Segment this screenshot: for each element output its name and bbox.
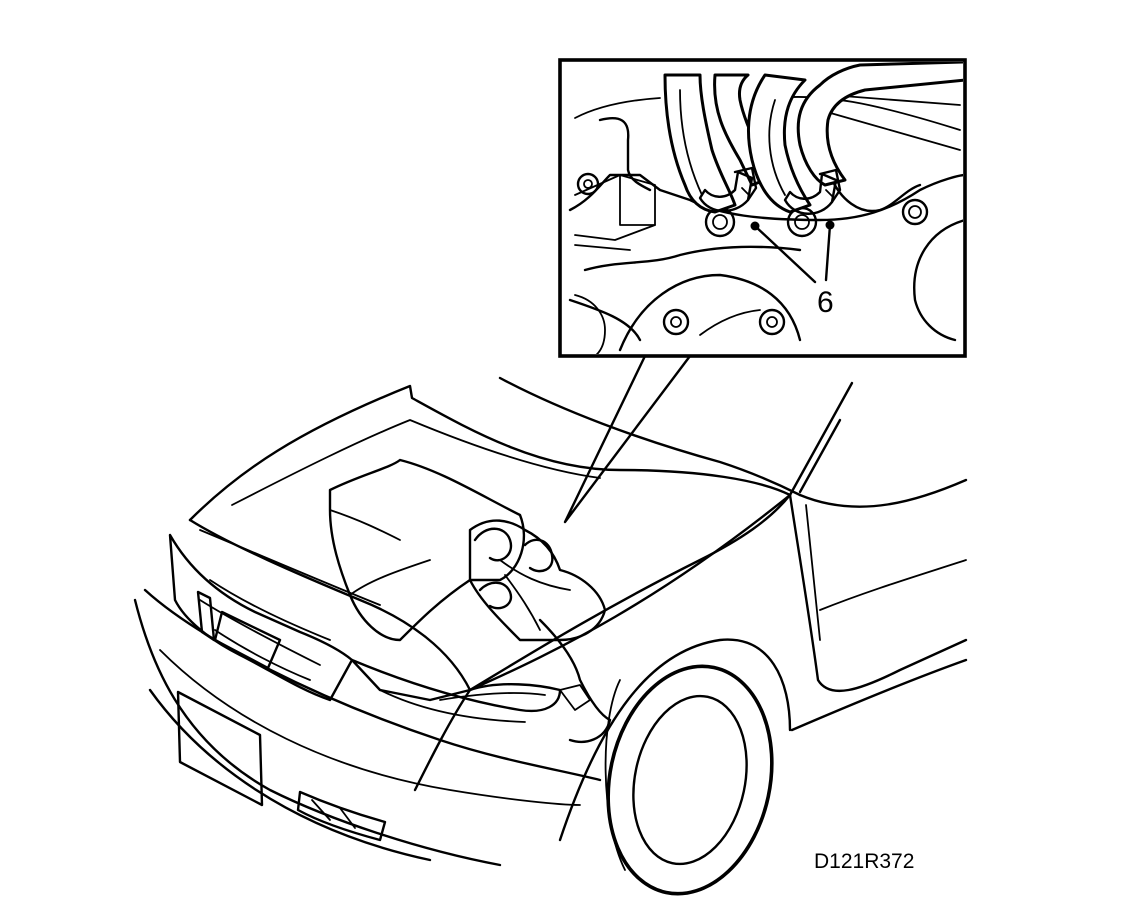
detail-left-cover <box>574 294 606 354</box>
hose-clamp-left-tab <box>733 166 758 202</box>
detail-bolt-lower-right <box>758 308 786 336</box>
clamp-screw-right <box>825 189 835 199</box>
port-right-inner <box>794 214 810 230</box>
detail-left-bracket <box>574 174 656 241</box>
headlight <box>350 658 562 713</box>
tire-sidewall <box>604 679 626 871</box>
engine-cover-edge <box>329 509 431 596</box>
a-pillar-inner <box>798 418 842 494</box>
fog-light-lens <box>311 799 356 829</box>
rocker <box>790 658 968 732</box>
hose-right-highlight <box>768 99 786 196</box>
detail-throttle-body <box>618 273 802 352</box>
license-plate <box>176 690 264 807</box>
detail-rail <box>819 94 961 151</box>
grille-bar-3 <box>214 629 311 681</box>
hose-right <box>747 73 812 214</box>
callout-pointer <box>563 354 692 524</box>
bumper-strip <box>159 649 581 806</box>
bumper-lower <box>133 598 502 867</box>
grille-center <box>213 610 282 670</box>
beltline <box>798 478 968 508</box>
engine-bay <box>328 458 612 743</box>
hose-coil-3 <box>478 581 513 610</box>
wheel-rim <box>632 694 748 866</box>
wiring-loom <box>499 559 571 631</box>
front-tire <box>606 664 774 896</box>
door-character-line <box>819 559 967 611</box>
detail-right-port <box>828 173 922 213</box>
callout-detail-box: 6 <box>558 58 967 358</box>
fender-top <box>468 493 792 692</box>
grille-surround <box>168 533 354 702</box>
bumper-bottom <box>148 688 432 862</box>
detail-lower-housing <box>568 245 802 342</box>
hood-inner-line <box>199 529 381 606</box>
port-left-inner <box>712 214 728 230</box>
hood-front-edge <box>188 493 792 692</box>
detail-bolt-lower-left-center <box>670 316 682 328</box>
wheel-arch <box>558 638 792 842</box>
strut-tower <box>538 618 612 743</box>
hose-clamp-left <box>698 170 754 213</box>
hose-left-highlight <box>679 89 703 196</box>
hose-clamp-right <box>783 172 838 215</box>
coolant-reservoir <box>559 684 591 711</box>
clamp-screw-left <box>741 187 751 197</box>
hose-left <box>663 73 737 214</box>
door-shut-line <box>805 504 821 641</box>
headlight-lower <box>379 689 526 723</box>
hose-clamp-right-tab <box>818 168 842 204</box>
hood-crease <box>231 419 601 506</box>
grille-bar-1 <box>209 579 331 641</box>
door-front-edge <box>788 493 968 693</box>
callout-label-6: 6 <box>817 286 834 319</box>
detail-left-bracket-2 <box>574 174 656 251</box>
hose-coil-1 <box>473 527 513 562</box>
headlight-lens <box>439 692 546 701</box>
car-body <box>133 376 968 896</box>
intake-manifold <box>468 519 607 642</box>
detail-port-right <box>901 198 929 226</box>
a-pillar <box>788 381 854 497</box>
detail-bolt-left <box>576 172 600 196</box>
figure-code: D121R372 <box>814 850 914 873</box>
detail-cylinder-head <box>568 173 963 222</box>
grille-left-slot <box>196 590 216 642</box>
leader-line-right <box>824 223 832 282</box>
hose-far-right <box>796 62 963 187</box>
detail-left-port <box>598 117 652 192</box>
detail-bolt-left-center <box>583 179 593 189</box>
hose-coil-2 <box>523 538 554 573</box>
detail-port-right-inner <box>908 205 922 219</box>
detail-right-curve <box>913 219 963 342</box>
hood-outline <box>188 384 792 522</box>
fog-light <box>296 790 387 842</box>
windshield-base <box>498 376 802 497</box>
leader-line-left <box>753 224 817 284</box>
detail-bolt-lower-right-center <box>766 316 778 328</box>
detail-throttle-inner <box>699 309 761 336</box>
detail-bolt-lower-left <box>662 308 690 336</box>
